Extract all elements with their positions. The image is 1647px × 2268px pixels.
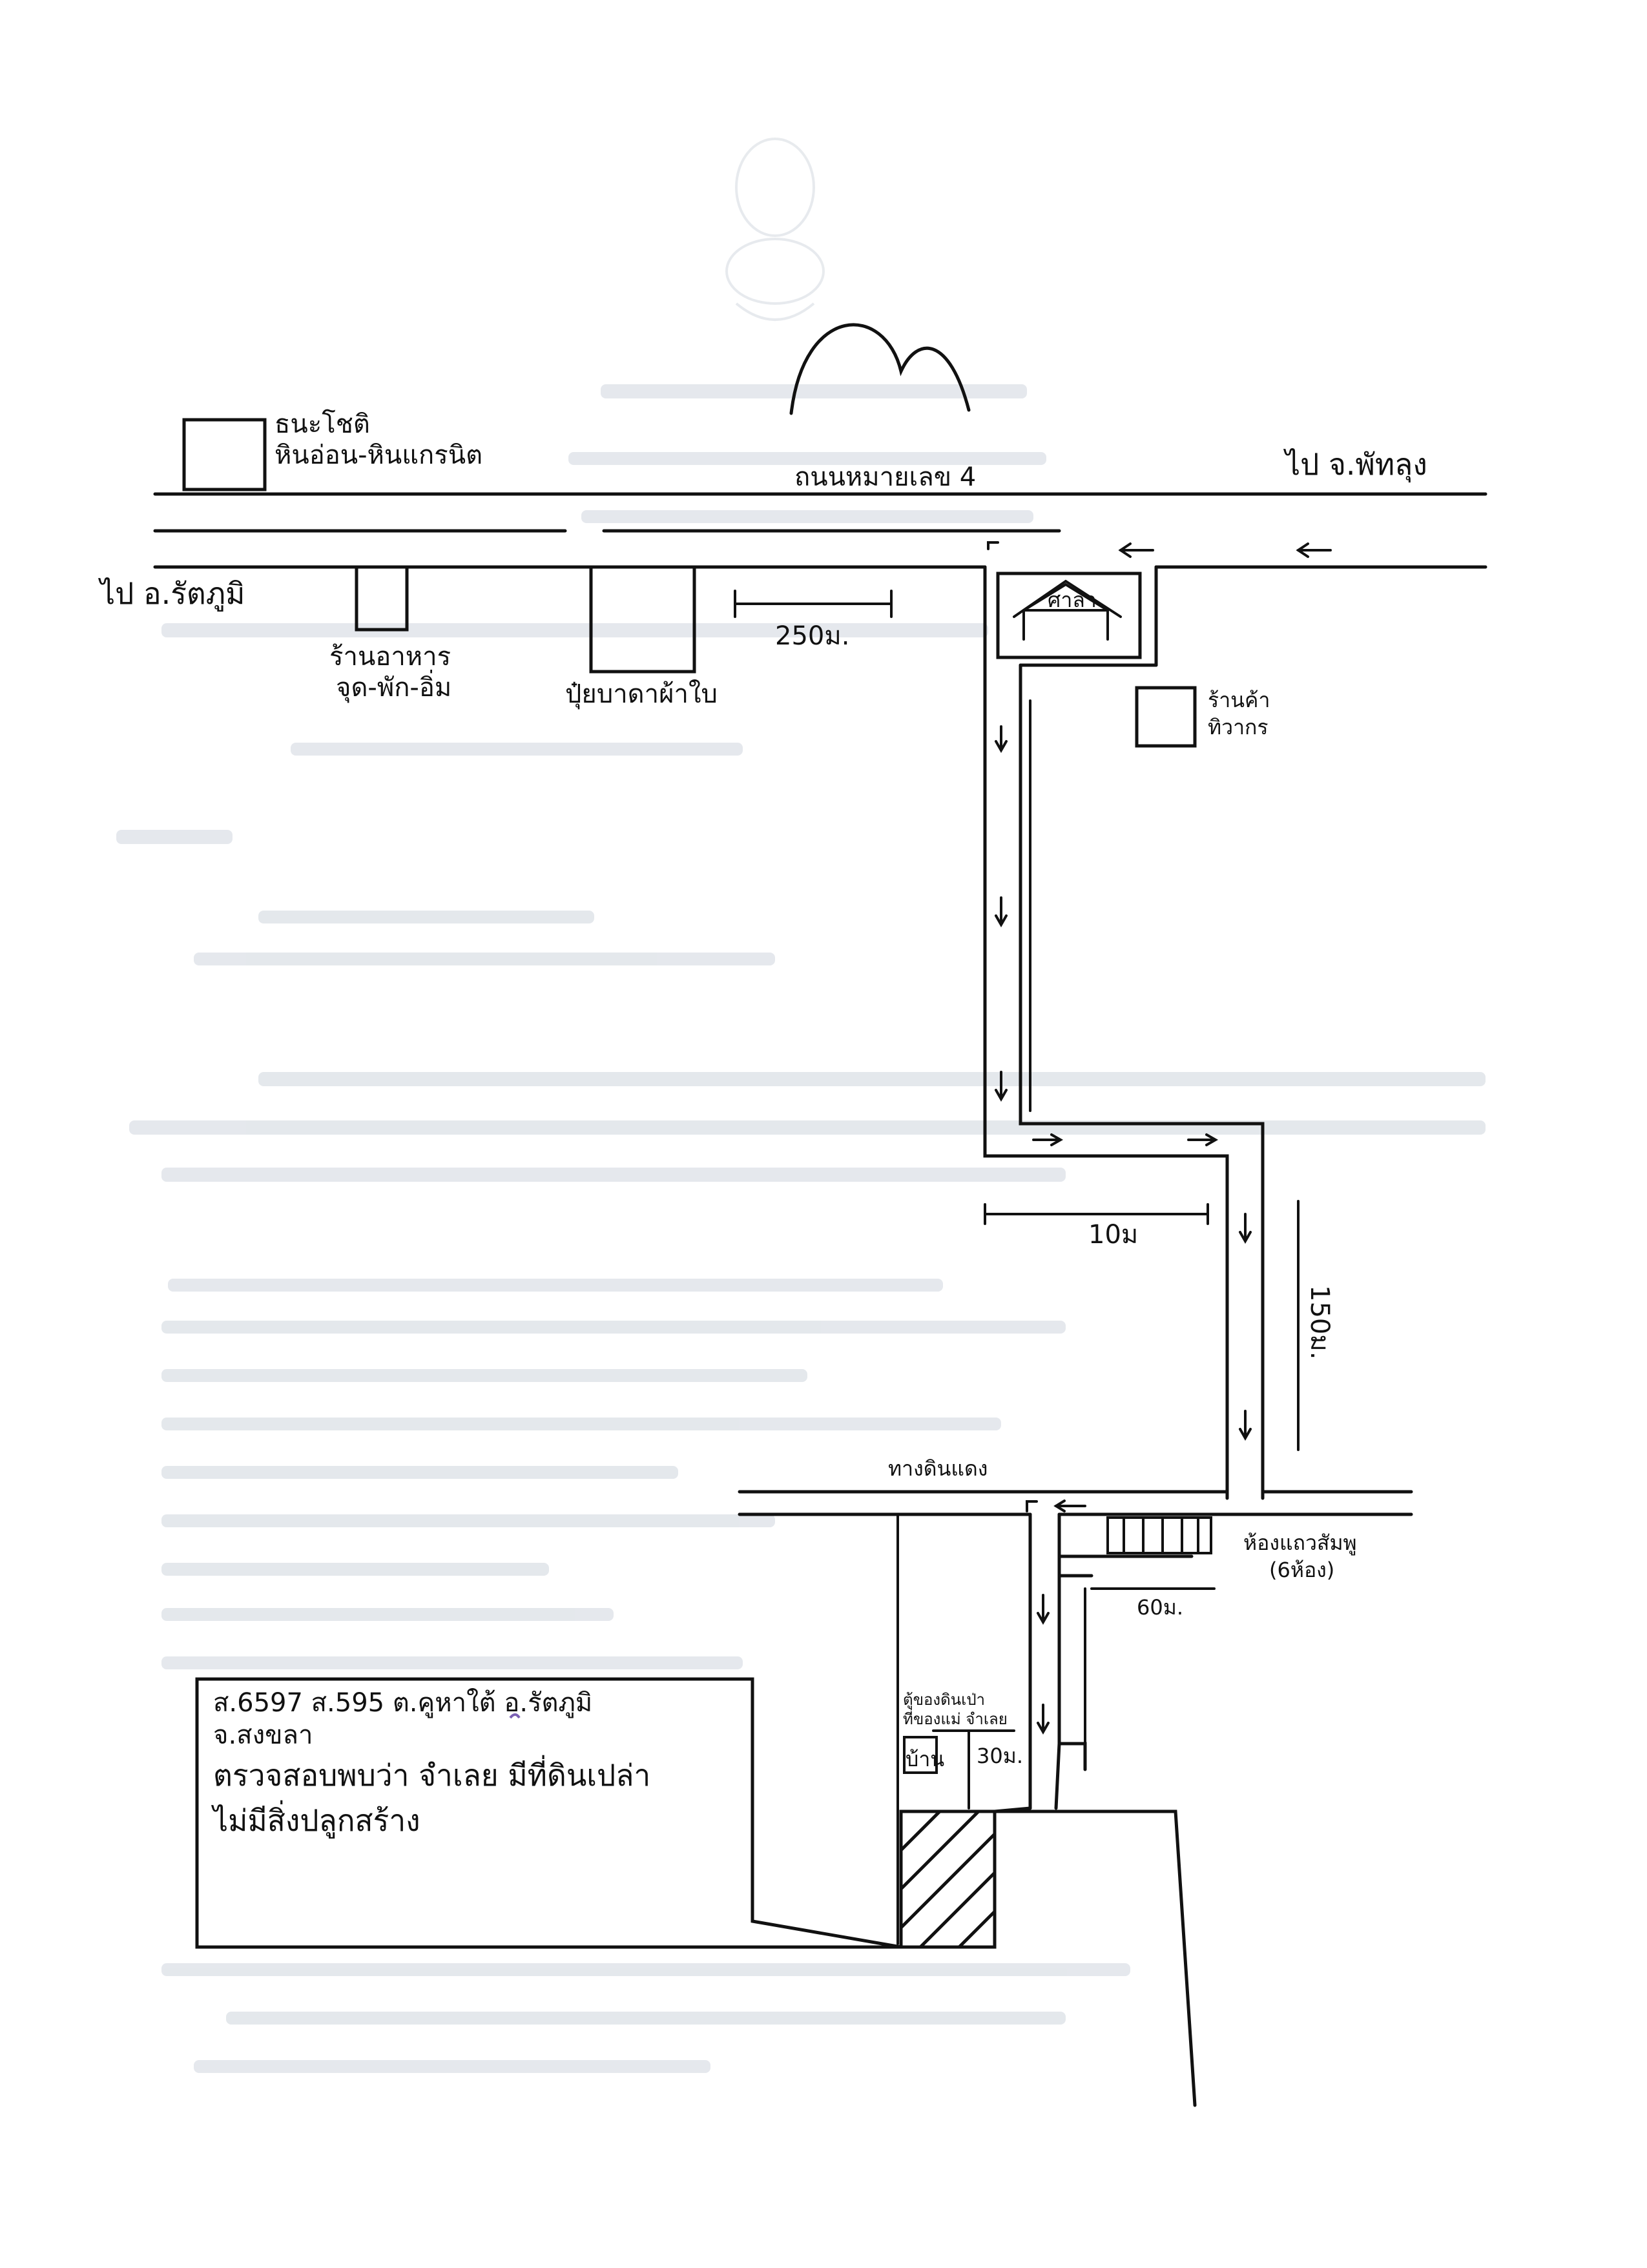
neighbor-house-label: ตู้ของดินเป่า ที่ของแม่ จำเลย (903, 1686, 1008, 1728)
laterite-road-label: ทางดินแดง (888, 1456, 988, 1481)
bleed-through-text (116, 384, 1486, 2073)
rowhouse-label: ห้องแถวสัมพู (6ห้อง) (1243, 1531, 1363, 1582)
lane-to-parcel (993, 1512, 1197, 2107)
distance-250m-label: 250ม. (775, 621, 849, 651)
highway-no4 (153, 492, 1487, 569)
parcel-callout-box (195, 1677, 902, 1949)
laterite-road (738, 1490, 1413, 1516)
fertilizer-shop-building (589, 566, 696, 674)
stone-shop-label: ธนะโชติ หินอ่อน-หินแกรนิต (274, 409, 482, 470)
thiwakorn-shop-label: ร้านค้า ทิวากร (1208, 688, 1277, 739)
rowhouse-building (1106, 1516, 1212, 1554)
neighbor-plots (896, 1513, 1015, 1813)
parcel-line4: ไม่มีสิ่งปลูกสร้าง (211, 1800, 420, 1839)
sala-label: ศาลา (1048, 588, 1097, 612)
distance-60m-label: 60ม. (1137, 1595, 1183, 1620)
parcel-line2: จ.สงขลา (213, 1720, 313, 1750)
label-to-rattaphum: ไป อ.รัตภูมิ (98, 576, 245, 612)
parcel-line1: ส.6597 ส.595 ต.คูหาใต้ อ.รัตภูมิ (213, 1687, 592, 1718)
restaurant-building (355, 566, 409, 632)
distance-10m (984, 1203, 1209, 1225)
label-to-phatthalung: ไป จ.พัทลุง (1283, 447, 1427, 483)
distance-30m-label: 30ม. (977, 1744, 1023, 1768)
mountain-drawing (789, 323, 971, 415)
house-label: บ้าน (906, 1747, 944, 1771)
laterite-road-arrow (1026, 1500, 1086, 1512)
distance-10m-label: 10ม (1088, 1220, 1138, 1250)
distance-150m-label: 150ม. (1305, 1285, 1334, 1359)
distance-250m (734, 590, 893, 618)
parcel-line3: ตรวจสอบพบว่า จำเลย มีที่ดินเปล่า (213, 1755, 650, 1793)
restaurant-label: ร้านอาหาร จุด-พัก-อิ่ม (329, 642, 459, 703)
highway-direction-arrows (987, 541, 1332, 558)
side-road-arrows (995, 725, 1252, 1441)
bleed-through-seal (725, 138, 825, 321)
sala-building (996, 572, 1142, 659)
thiwakorn-shop-building (1135, 686, 1197, 748)
highway-label: ถนนหมายเลข 4 (794, 462, 976, 492)
ink-mark (509, 1713, 521, 1719)
fertilizer-shop-label: ปุ๋ยบาดาผ้าใบ (565, 679, 718, 710)
stone-shop-building (182, 418, 267, 491)
side-road (983, 565, 1265, 1500)
target-parcel (899, 1809, 997, 1949)
lane-edge (1057, 1742, 1087, 1771)
